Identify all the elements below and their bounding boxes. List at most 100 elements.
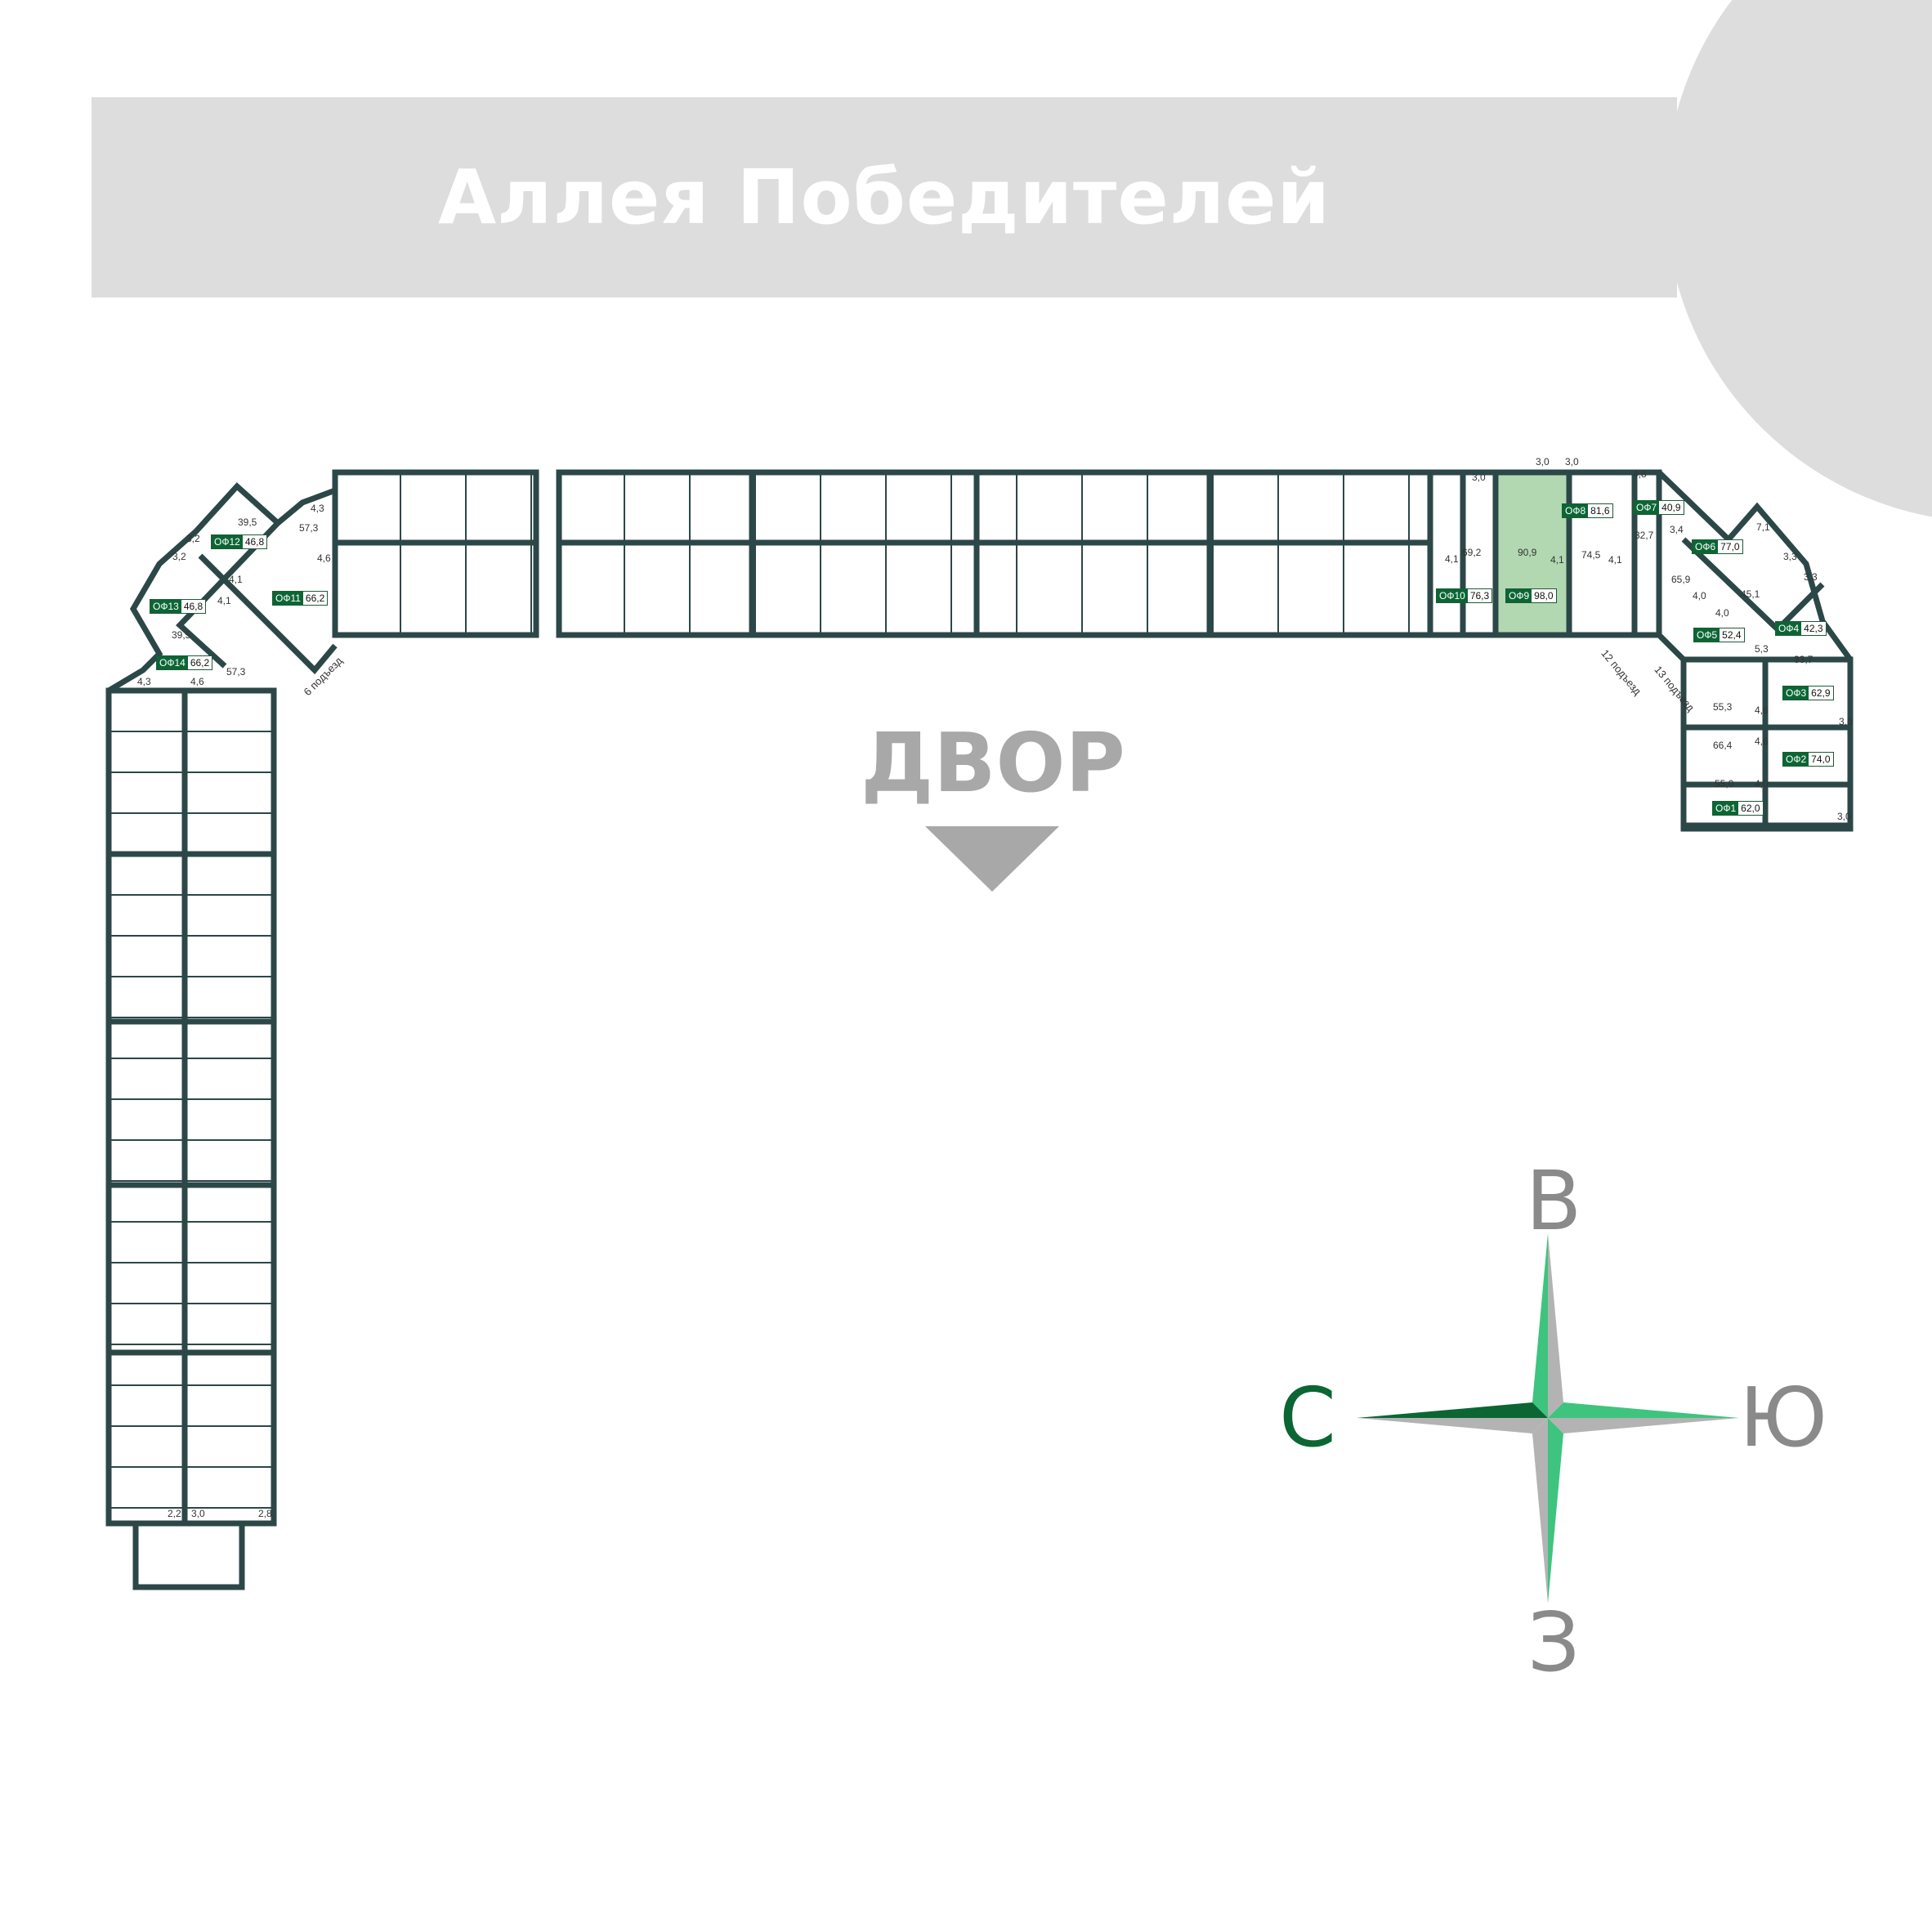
office-area: 46,8 bbox=[244, 536, 265, 548]
room-area: 4,3 bbox=[311, 503, 324, 514]
room-area: 57,3 bbox=[226, 666, 246, 678]
room-area: 32,7 bbox=[1635, 530, 1654, 541]
office-number: ОФ9 bbox=[1506, 589, 1532, 602]
office-area: 77,0 bbox=[1720, 541, 1740, 552]
room-area: 4,3 bbox=[137, 676, 151, 687]
room-area: 55,0 bbox=[1715, 778, 1734, 789]
office-area: 62,9 bbox=[1811, 687, 1831, 699]
office-area: 46,8 bbox=[183, 601, 203, 612]
room-area: 39,5 bbox=[172, 629, 191, 641]
room-area: 4,1 bbox=[1550, 554, 1564, 566]
room-area: 4,6 bbox=[317, 552, 331, 564]
room-area: 74,5 bbox=[1581, 549, 1601, 561]
office-number: ОФ6 bbox=[1693, 540, 1719, 553]
room-area: 2,8 bbox=[258, 1508, 272, 1519]
office-number: ОФ2 bbox=[1783, 753, 1809, 766]
office-number: ОФ7 bbox=[1634, 501, 1660, 514]
room-area: 2,2 bbox=[168, 1508, 181, 1519]
room-area: 3,0 bbox=[1565, 456, 1579, 467]
room-area: 90,9 bbox=[1518, 547, 1537, 558]
building-outline bbox=[332, 469, 539, 638]
office-area: 66,2 bbox=[190, 657, 210, 669]
office-number: ОФ4 bbox=[1776, 622, 1802, 635]
room-area: 69,2 bbox=[1462, 547, 1482, 558]
compass-west: С bbox=[1279, 1370, 1336, 1465]
office-number: ОФ13 bbox=[150, 600, 181, 613]
room-area: 39,5 bbox=[238, 517, 257, 528]
office-number: ОФ11 bbox=[273, 592, 303, 605]
building-outline bbox=[107, 482, 337, 694]
room-area: 3,0 bbox=[191, 1508, 205, 1519]
office-number: ОФ14 bbox=[157, 656, 188, 669]
office-number: ОФ12 bbox=[212, 535, 243, 548]
office-number: ОФ8 bbox=[1563, 504, 1589, 517]
compass-south: З bbox=[1527, 1594, 1581, 1690]
building-outline bbox=[1427, 469, 1662, 638]
room-area: 4,0 bbox=[1755, 778, 1769, 789]
room-area: 4,6 bbox=[1755, 736, 1769, 747]
room-area: 3,2 bbox=[172, 551, 186, 562]
compass-arm bbox=[1548, 1402, 1739, 1418]
room-area: 3,3 bbox=[1804, 571, 1818, 583]
room-area: 3,3 bbox=[1783, 551, 1797, 562]
room-area: 5,3 bbox=[1755, 643, 1769, 655]
compass-arm bbox=[1532, 1233, 1548, 1418]
compass-arm bbox=[1357, 1402, 1548, 1418]
street-banner: Аллея Победителей bbox=[92, 97, 1677, 297]
room-area: 4,0 bbox=[1715, 607, 1729, 619]
office-area: 74,0 bbox=[1811, 754, 1831, 765]
room-area: 4,0 bbox=[1693, 590, 1706, 602]
office-area: 42,3 bbox=[1804, 623, 1823, 634]
office-area: 66,2 bbox=[305, 593, 325, 604]
compass-arm bbox=[1548, 1418, 1739, 1433]
room-area: 4,8 bbox=[1633, 468, 1647, 480]
office-number: ОФ5 bbox=[1694, 628, 1720, 642]
office-number: ОФ3 bbox=[1783, 686, 1809, 700]
building-outline bbox=[1657, 470, 1853, 662]
compass-arm bbox=[1548, 1418, 1563, 1603]
room-area: 55,3 bbox=[1713, 701, 1733, 713]
room-area: 3,4 bbox=[1670, 524, 1684, 535]
courtyard-arrow-icon bbox=[925, 826, 1059, 892]
room-area: 3,0 bbox=[1536, 456, 1550, 467]
compass-arm bbox=[1532, 1418, 1548, 1603]
room-area: 66,4 bbox=[1713, 740, 1733, 751]
wall bbox=[175, 521, 280, 669]
room-area: 4,1 bbox=[229, 574, 243, 585]
room-area: 45,1 bbox=[1741, 588, 1760, 600]
office-area: 62,0 bbox=[1741, 803, 1760, 814]
courtyard-label: ДВОР bbox=[861, 715, 1125, 811]
compass-north: В bbox=[1525, 1153, 1582, 1249]
room-area: 4,1 bbox=[1445, 553, 1459, 565]
office-area: 81,6 bbox=[1590, 505, 1610, 517]
wall bbox=[1657, 633, 1686, 662]
office-highlight-of9[interactable] bbox=[1496, 472, 1569, 635]
office-number: ОФ1 bbox=[1713, 802, 1739, 815]
wall bbox=[198, 553, 338, 675]
street-name: Аллея Победителей bbox=[437, 154, 1331, 241]
office-number: ОФ10 bbox=[1437, 589, 1468, 602]
room-area: 3,0 bbox=[1839, 716, 1853, 727]
room-area: 33,7 bbox=[1794, 654, 1813, 665]
room-area: 3,0 bbox=[1837, 811, 1851, 822]
room-area: 3,2 bbox=[186, 533, 200, 544]
office-area: 52,4 bbox=[1722, 629, 1742, 641]
room-area: 7,1 bbox=[1756, 521, 1770, 533]
compass-east: Ю bbox=[1739, 1370, 1827, 1465]
